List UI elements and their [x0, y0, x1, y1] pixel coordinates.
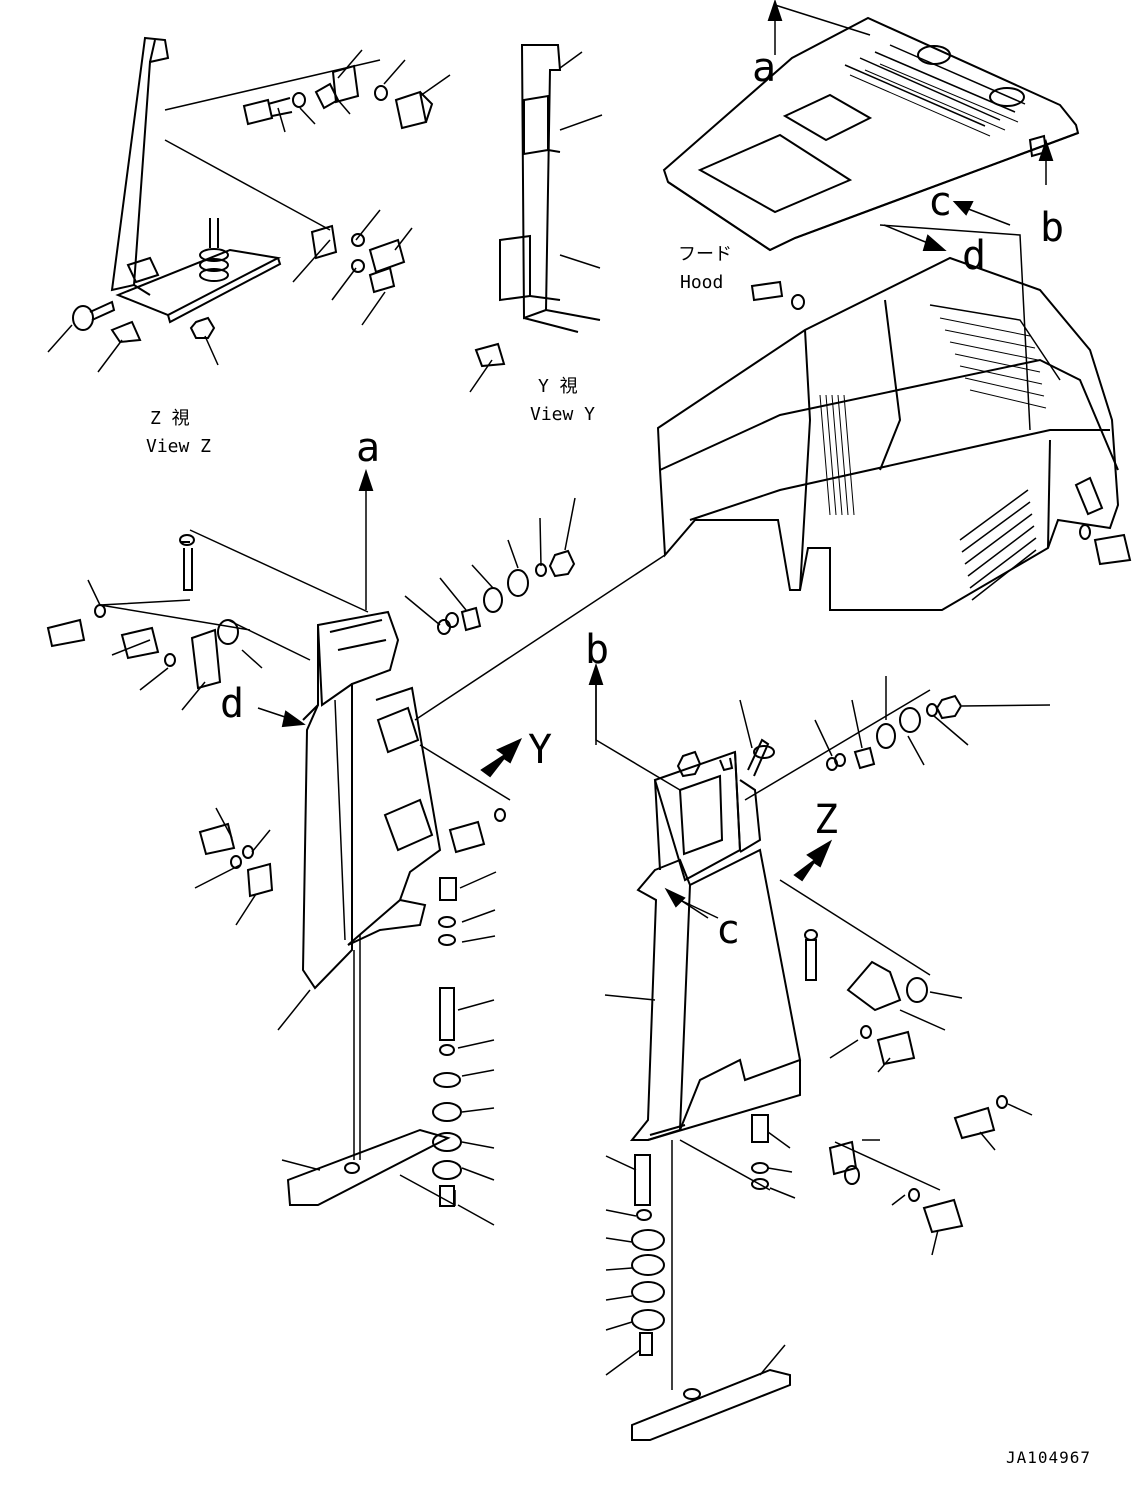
figure-id: JA104967	[1006, 1448, 1092, 1467]
left-front-post	[301, 610, 442, 990]
assembly-lines	[99, 224, 1031, 1207]
callout-a-mid: a	[356, 425, 381, 471]
view-y-detail	[469, 44, 603, 393]
right-mount-stack	[631, 1140, 791, 1441]
callout-b-mid: b	[585, 627, 610, 673]
hood-label-en: Hood	[680, 272, 724, 293]
view-y-label-jp: Y 視	[538, 376, 578, 397]
callout-c-top: c	[928, 179, 953, 225]
callout-d-top: d	[962, 233, 987, 279]
right-front-post	[629, 750, 802, 1141]
callout-d-left: d	[220, 681, 245, 727]
view-z-label-jp: Z 視	[150, 408, 190, 429]
view-arrow-y-label: Y	[528, 727, 553, 773]
left-post-hardware	[46, 534, 576, 946]
callout-b-right: b	[1040, 205, 1065, 251]
view-y-label-en: View Y	[530, 404, 596, 425]
top-cover	[662, 16, 1080, 252]
right-post-hardware	[676, 694, 1008, 1234]
hood-assembly	[656, 256, 1132, 611]
view-z-label-en: View Z	[146, 436, 212, 457]
callout-a-top: a	[752, 45, 777, 91]
callout-c-mid: c	[716, 907, 741, 953]
view-arrow-z-label: Z	[814, 797, 839, 843]
hood-label-jp: フード	[678, 244, 732, 265]
callout-leaders	[87, 497, 1051, 1376]
left-mount-stack	[286, 950, 462, 1207]
callout-arrows	[257, 0, 1054, 919]
view-z-detail	[47, 36, 451, 373]
